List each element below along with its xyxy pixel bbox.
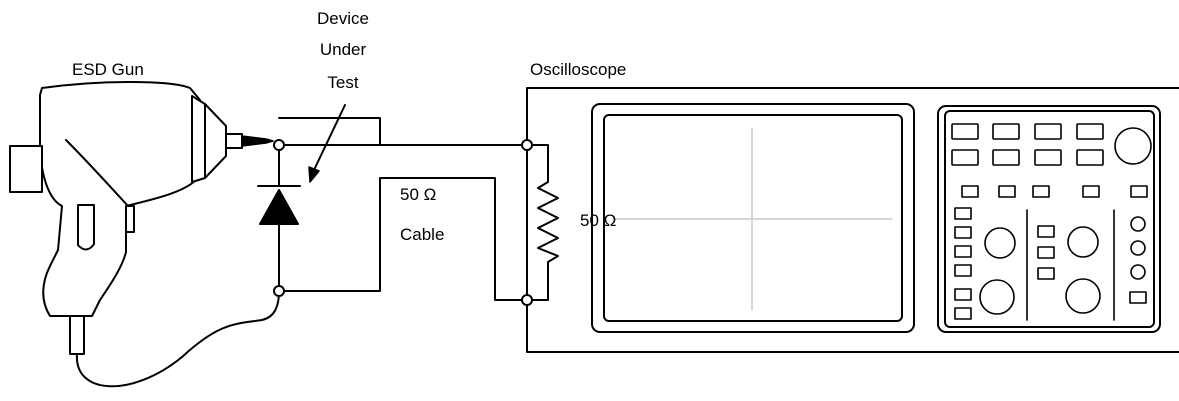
panel-button <box>1034 149 1062 166</box>
panel-small-button <box>1032 185 1050 198</box>
panel-button <box>951 123 979 140</box>
panel-small-button <box>954 245 972 258</box>
panel-round-button <box>1130 240 1146 256</box>
panel-small-button <box>1037 267 1055 280</box>
panel-small-button <box>998 185 1016 198</box>
panel-small-button <box>1082 185 1100 198</box>
dut-terminal-top <box>273 139 285 151</box>
oscilloscope <box>521 87 1179 353</box>
panel-knob <box>984 227 1016 259</box>
panel-knob <box>979 279 1015 315</box>
esd-gun-cable-boot <box>69 315 85 355</box>
esd-gun-trigger <box>77 204 95 251</box>
control-panel-buttons <box>951 123 1152 321</box>
panel-small-button <box>1129 291 1147 304</box>
dut-top-wire <box>278 117 381 146</box>
dut-label-line2: Under <box>320 40 367 59</box>
screen-bezel-inner <box>603 114 903 322</box>
panel-small-button <box>1130 185 1148 198</box>
esd-gun <box>9 81 280 388</box>
oscilloscope-label: Oscilloscope <box>530 60 626 79</box>
dut-bottom-wire <box>283 177 381 292</box>
termination-resistor <box>537 181 559 263</box>
panel-button <box>992 123 1020 140</box>
panel-knob <box>1067 226 1099 258</box>
control-panel-inner <box>944 110 1155 328</box>
panel-button <box>1076 123 1104 140</box>
screen-bezel-outer <box>591 103 915 333</box>
panel-large-knob <box>1114 127 1152 165</box>
cable-label: Cable <box>400 225 444 244</box>
scope-input-terminal-bottom <box>521 294 533 306</box>
panel-small-button <box>954 264 972 277</box>
cable-impedance-label: 50 Ω <box>400 185 436 204</box>
panel-round-button <box>1130 216 1146 232</box>
dut-label-line1: Device <box>317 9 369 28</box>
panel-knob <box>1065 278 1101 314</box>
panel-round-button <box>1130 264 1146 280</box>
scope-input-terminal-top <box>521 139 533 151</box>
coax-cable <box>379 144 523 301</box>
dut-label-line3: Test <box>327 73 358 92</box>
diode-symbol <box>259 189 299 225</box>
cable-shield-line <box>379 177 523 301</box>
esd-gun-rear-box <box>9 145 43 193</box>
termination-impedance-label: 50 Ω <box>580 211 616 230</box>
panel-small-button <box>954 307 972 320</box>
esd-gun-front-cone <box>191 95 206 183</box>
panel-button <box>1034 123 1062 140</box>
oscilloscope-housing <box>526 87 1179 353</box>
scope-input-lead-top <box>526 144 549 183</box>
panel-small-button <box>961 185 979 198</box>
control-panel <box>937 105 1161 333</box>
panel-small-button <box>954 288 972 301</box>
panel-small-button <box>954 207 972 220</box>
dut-terminal-bottom <box>273 285 285 297</box>
esd-gun-grip-curve <box>65 139 129 207</box>
panel-button <box>992 149 1020 166</box>
esd-gun-tip-collar <box>225 133 243 149</box>
dut-pointer-arrow <box>313 104 346 171</box>
esd-gun-trigger-cap <box>125 205 135 233</box>
panel-button <box>1076 149 1104 166</box>
dut-pointer-arrowhead <box>308 166 320 183</box>
esd-gun-tip-cone <box>204 103 227 179</box>
panel-small-button <box>1037 225 1055 238</box>
esd-gun-tip-probe <box>241 135 274 147</box>
panel-small-button <box>1037 246 1055 259</box>
esd-gun-body <box>39 81 201 317</box>
esd-gun-ground-cable <box>75 290 280 388</box>
panel-button <box>951 149 979 166</box>
device-under-test <box>257 104 381 297</box>
esd-gun-label: ESD Gun <box>72 60 144 79</box>
panel-small-button <box>954 226 972 239</box>
scope-input-lead-bottom <box>526 261 549 301</box>
